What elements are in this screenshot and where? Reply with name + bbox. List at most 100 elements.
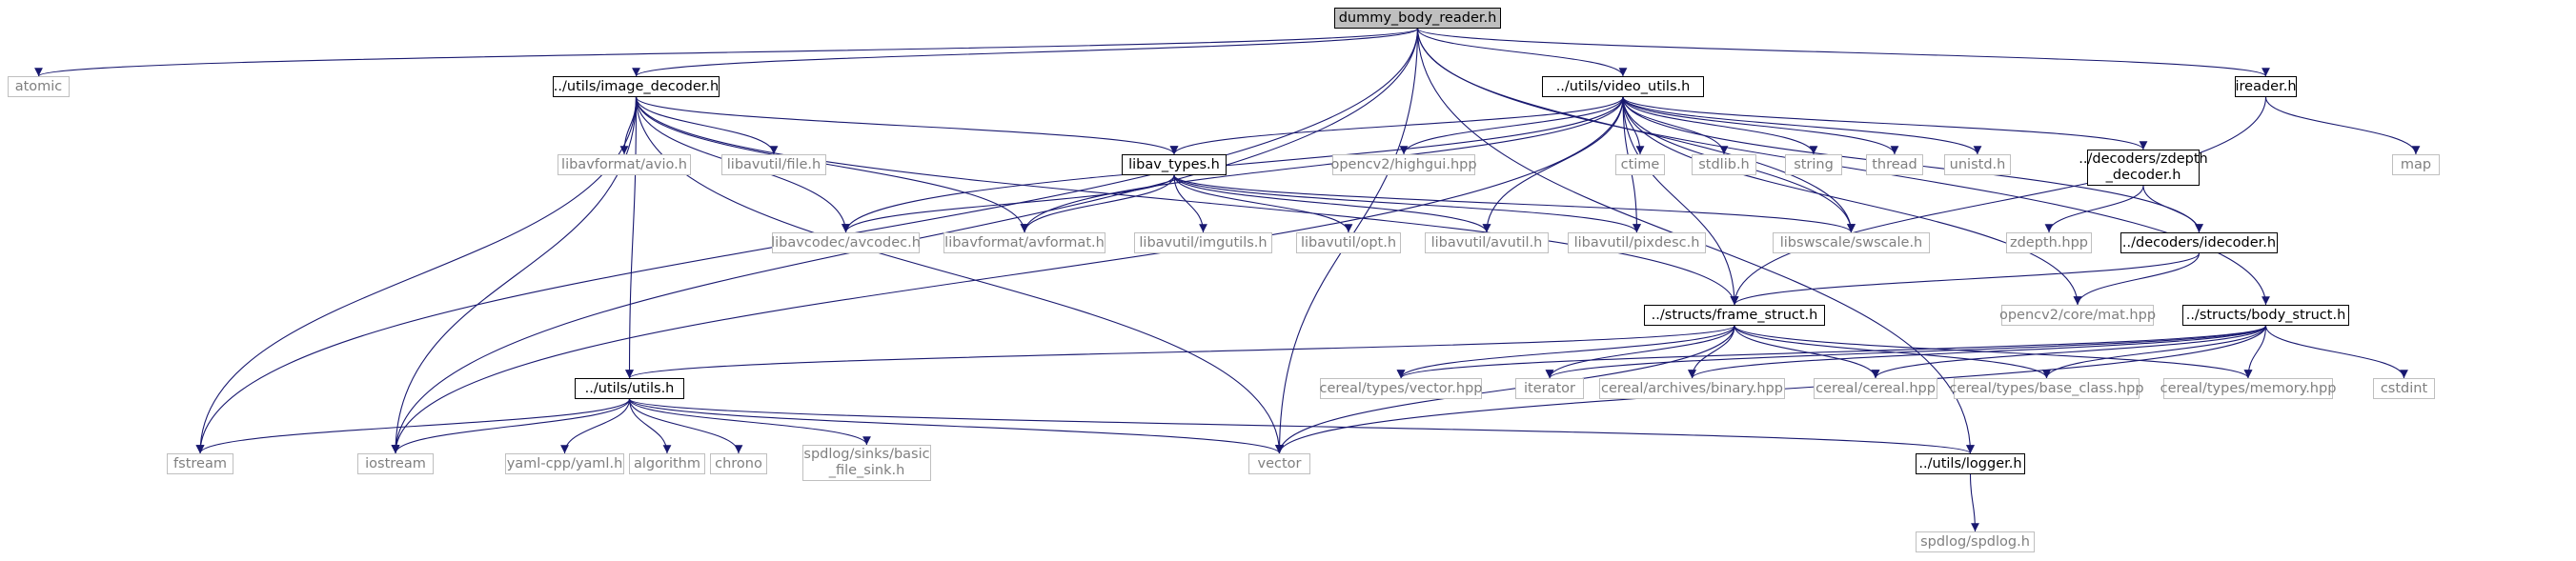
node-image-decoder-h[interactable]: ../utils/image_decoder.h [553, 76, 720, 97]
edge-utils-h-to-fstream [195, 398, 631, 454]
node-ctime: ctime [1615, 154, 1665, 175]
edge-utils-h-to-spdlog-sinks-basic-file-sink-h [628, 398, 871, 446]
edge-body-struct-h-to-cstdint [2264, 325, 2408, 379]
edge-body-struct-h-to-cereal-types-memory-hpp [2243, 325, 2267, 379]
edge-frame-struct-h-to-vector [1275, 325, 1735, 454]
edge-frame-struct-h-to-cereal-types-vector-hpp [1396, 325, 1735, 379]
edge-body-struct-h-to-cereal-cereal-hpp [1871, 325, 2267, 379]
edge-video-utils-h-to-iostream [391, 96, 1624, 454]
node-yaml-cpp-yaml-h: yaml-cpp/yaml.h [505, 453, 624, 474]
node-libswscale-swscale-h: libswscale/swscale.h [1773, 232, 1930, 253]
node-cereal-types-memory-hpp: cereal/types/memory.hpp [2160, 378, 2336, 399]
node-algorithm: algorithm [629, 453, 705, 474]
node-atomic: atomic [8, 76, 70, 97]
node-libavformat-avformat-h: libavformat/avformat.h [943, 232, 1105, 253]
edge-image-decoder-h-to-libavutil-file-h [635, 96, 779, 155]
edge-utils-h-to-vector [628, 398, 1284, 454]
node-libavformat-avio-h: libavformat/avio.h [558, 154, 691, 175]
edge-libav-types-h-to-libavformat-avformat-h [1020, 174, 1175, 233]
edge-dummy-body-reader-h-to-video-utils-h [1416, 28, 1628, 77]
edge-dummy-body-reader-h-to-image-decoder-h [632, 28, 1419, 77]
node-libavutil-opt-h: libavutil/opt.h [1296, 232, 1401, 253]
node-fstream: fstream [167, 453, 233, 474]
edge-frame-struct-h-to-cereal-cereal-hpp [1734, 325, 1880, 379]
node-string: string [1785, 154, 1842, 175]
edge-utils-h-to-logger-h [628, 398, 1975, 454]
edge-libav-types-h-to-libswscale-swscale-h [1173, 174, 1856, 233]
edge-utils-h-to-iostream [391, 398, 631, 454]
edge-frame-struct-h-to-cereal-types-base-class-hpp [1734, 325, 2051, 379]
node-libavutil-imgutils-h: libavutil/imgutils.h [1134, 232, 1272, 253]
edge-video-utils-h-to-thread [1622, 96, 1899, 155]
node-opencv2-core-mat-hpp: opencv2/core/mat.hpp [1999, 305, 2156, 326]
edge-video-utils-h-to-frame-struct-h [1622, 96, 1739, 306]
edge-frame-struct-h-to-iterator [1545, 325, 1735, 379]
node-cstdint: cstdint [2373, 378, 2435, 399]
node-libavutil-pixdesc-h: libavutil/pixdesc.h [1568, 232, 1706, 253]
node-logger-h[interactable]: ../utils/logger.h [1916, 453, 2025, 474]
node-stdlib-h: stdlib.h [1692, 154, 1756, 175]
node-vector: vector [1248, 453, 1310, 474]
edge-utils-h-to-chrono [628, 398, 743, 454]
edge-libav-types-h-to-libavutil-pixdesc-h [1173, 174, 1641, 233]
edge-logger-h-to-spdlog-spdlog-h [1969, 473, 1979, 532]
edge-video-utils-h-to-opencv2-core-mat-hpp [1622, 96, 2082, 306]
node-opencv2-highgui-hpp: opencv2/highgui.hpp [1330, 154, 1477, 175]
edge-ireader-h-to-frame-struct-h [1730, 96, 2267, 306]
edge-utils-h-to-yaml-cpp-yaml-h [560, 398, 631, 454]
edge-libav-types-h-to-libavutil-imgutils-h [1173, 174, 1207, 233]
node-idecoder-h[interactable]: ../decoders/idecoder.h [2120, 232, 2278, 253]
edge-video-utils-h-to-opencv2-highgui-hpp [1399, 96, 1624, 155]
edge-libav-types-h-to-libavutil-opt-h [1173, 174, 1353, 233]
edge-video-utils-h-to-string [1622, 96, 1818, 155]
edge-video-utils-h-to-libavcodec-avcodec-h [842, 96, 1624, 233]
node-zdepth-decoder-h[interactable]: ../decoders/zdepth _decoder.h [2079, 150, 2208, 186]
edge-libav-types-h-to-libavcodec-avcodec-h [842, 174, 1175, 233]
node-body-struct-h[interactable]: ../structs/body_struct.h [2182, 305, 2349, 326]
edge-video-utils-h-to-unistd-h [1622, 96, 1982, 155]
edge-image-decoder-h-to-libavformat-avformat-h [635, 96, 1029, 233]
node-libavutil-avutil-h: libavutil/avutil.h [1425, 232, 1549, 253]
node-map: map [2392, 154, 2440, 175]
node-cereal-cereal-hpp: cereal/cereal.hpp [1814, 378, 1937, 399]
edge-ireader-h-to-map [2264, 96, 2421, 155]
edge-image-decoder-h-to-libav-types-h [635, 96, 1179, 155]
edge-idecoder-h-to-opencv2-core-mat-hpp [2073, 252, 2201, 306]
node-spdlog-spdlog-h: spdlog/spdlog.h [1916, 531, 2035, 552]
node-unistd-h: unistd.h [1944, 154, 2011, 175]
edge-zdepth-decoder-h-to-zdepth-hpp [2044, 185, 2144, 233]
edge-idecoder-h-to-frame-struct-h [1730, 252, 2201, 306]
node-dummy-body-reader-h[interactable]: dummy_body_reader.h [1334, 8, 1501, 29]
node-ireader-h[interactable]: ireader.h [2235, 76, 2297, 97]
edge-dummy-body-reader-h-to-atomic [34, 28, 1419, 77]
node-libavutil-file-h: libavutil/file.h [721, 154, 826, 175]
node-video-utils-h[interactable]: ../utils/video_utils.h [1542, 76, 1704, 97]
edge-video-utils-h-to-libav-types-h [1169, 96, 1624, 155]
node-libav-types-h[interactable]: libav_types.h [1122, 154, 1227, 175]
node-zdepth-hpp: zdepth.hpp [2006, 232, 2092, 253]
edge-dummy-body-reader-h-to-ireader-h [1416, 28, 2270, 77]
node-spdlog-sinks-basic-file-sink-h: spdlog/sinks/basic _file_sink.h [802, 445, 931, 481]
edge-video-utils-h-to-libavformat-avformat-h [1020, 96, 1624, 233]
node-utils-h[interactable]: ../utils/utils.h [575, 378, 684, 399]
node-iostream: iostream [357, 453, 434, 474]
edge-libav-types-h-to-libavutil-avutil-h [1173, 174, 1491, 233]
edge-body-struct-h-to-cereal-types-vector-hpp [1396, 325, 2267, 379]
node-frame-struct-h[interactable]: ../structs/frame_struct.h [1644, 305, 1825, 326]
node-cereal-archives-binary-hpp: cereal/archives/binary.hpp [1599, 378, 1785, 399]
edge-body-struct-h-to-iterator [1545, 325, 2267, 379]
edge-body-struct-h-to-cereal-archives-binary-hpp [1688, 325, 2267, 379]
edge-utils-h-to-algorithm [628, 398, 672, 454]
node-chrono: chrono [710, 453, 767, 474]
edge-image-decoder-h-to-utils-h [625, 96, 638, 379]
edge-video-utils-h-to-zdepth-decoder-h [1622, 96, 2148, 150]
edge-frame-struct-h-to-utils-h [625, 325, 1735, 379]
node-iterator: iterator [1515, 378, 1584, 399]
node-cereal-types-base-class-hpp: cereal/types/base_class.hpp [1949, 378, 2144, 399]
edge-frame-struct-h-to-cereal-types-memory-hpp [1734, 325, 2253, 379]
edge-zdepth-decoder-h-to-idecoder-h [2142, 185, 2203, 233]
node-cereal-types-vector-hpp: cereal/types/vector.hpp [1320, 378, 1482, 399]
node-libavcodec-avcodec-h: libavcodec/avcodec.h [771, 232, 921, 253]
node-thread: thread [1866, 154, 1923, 175]
